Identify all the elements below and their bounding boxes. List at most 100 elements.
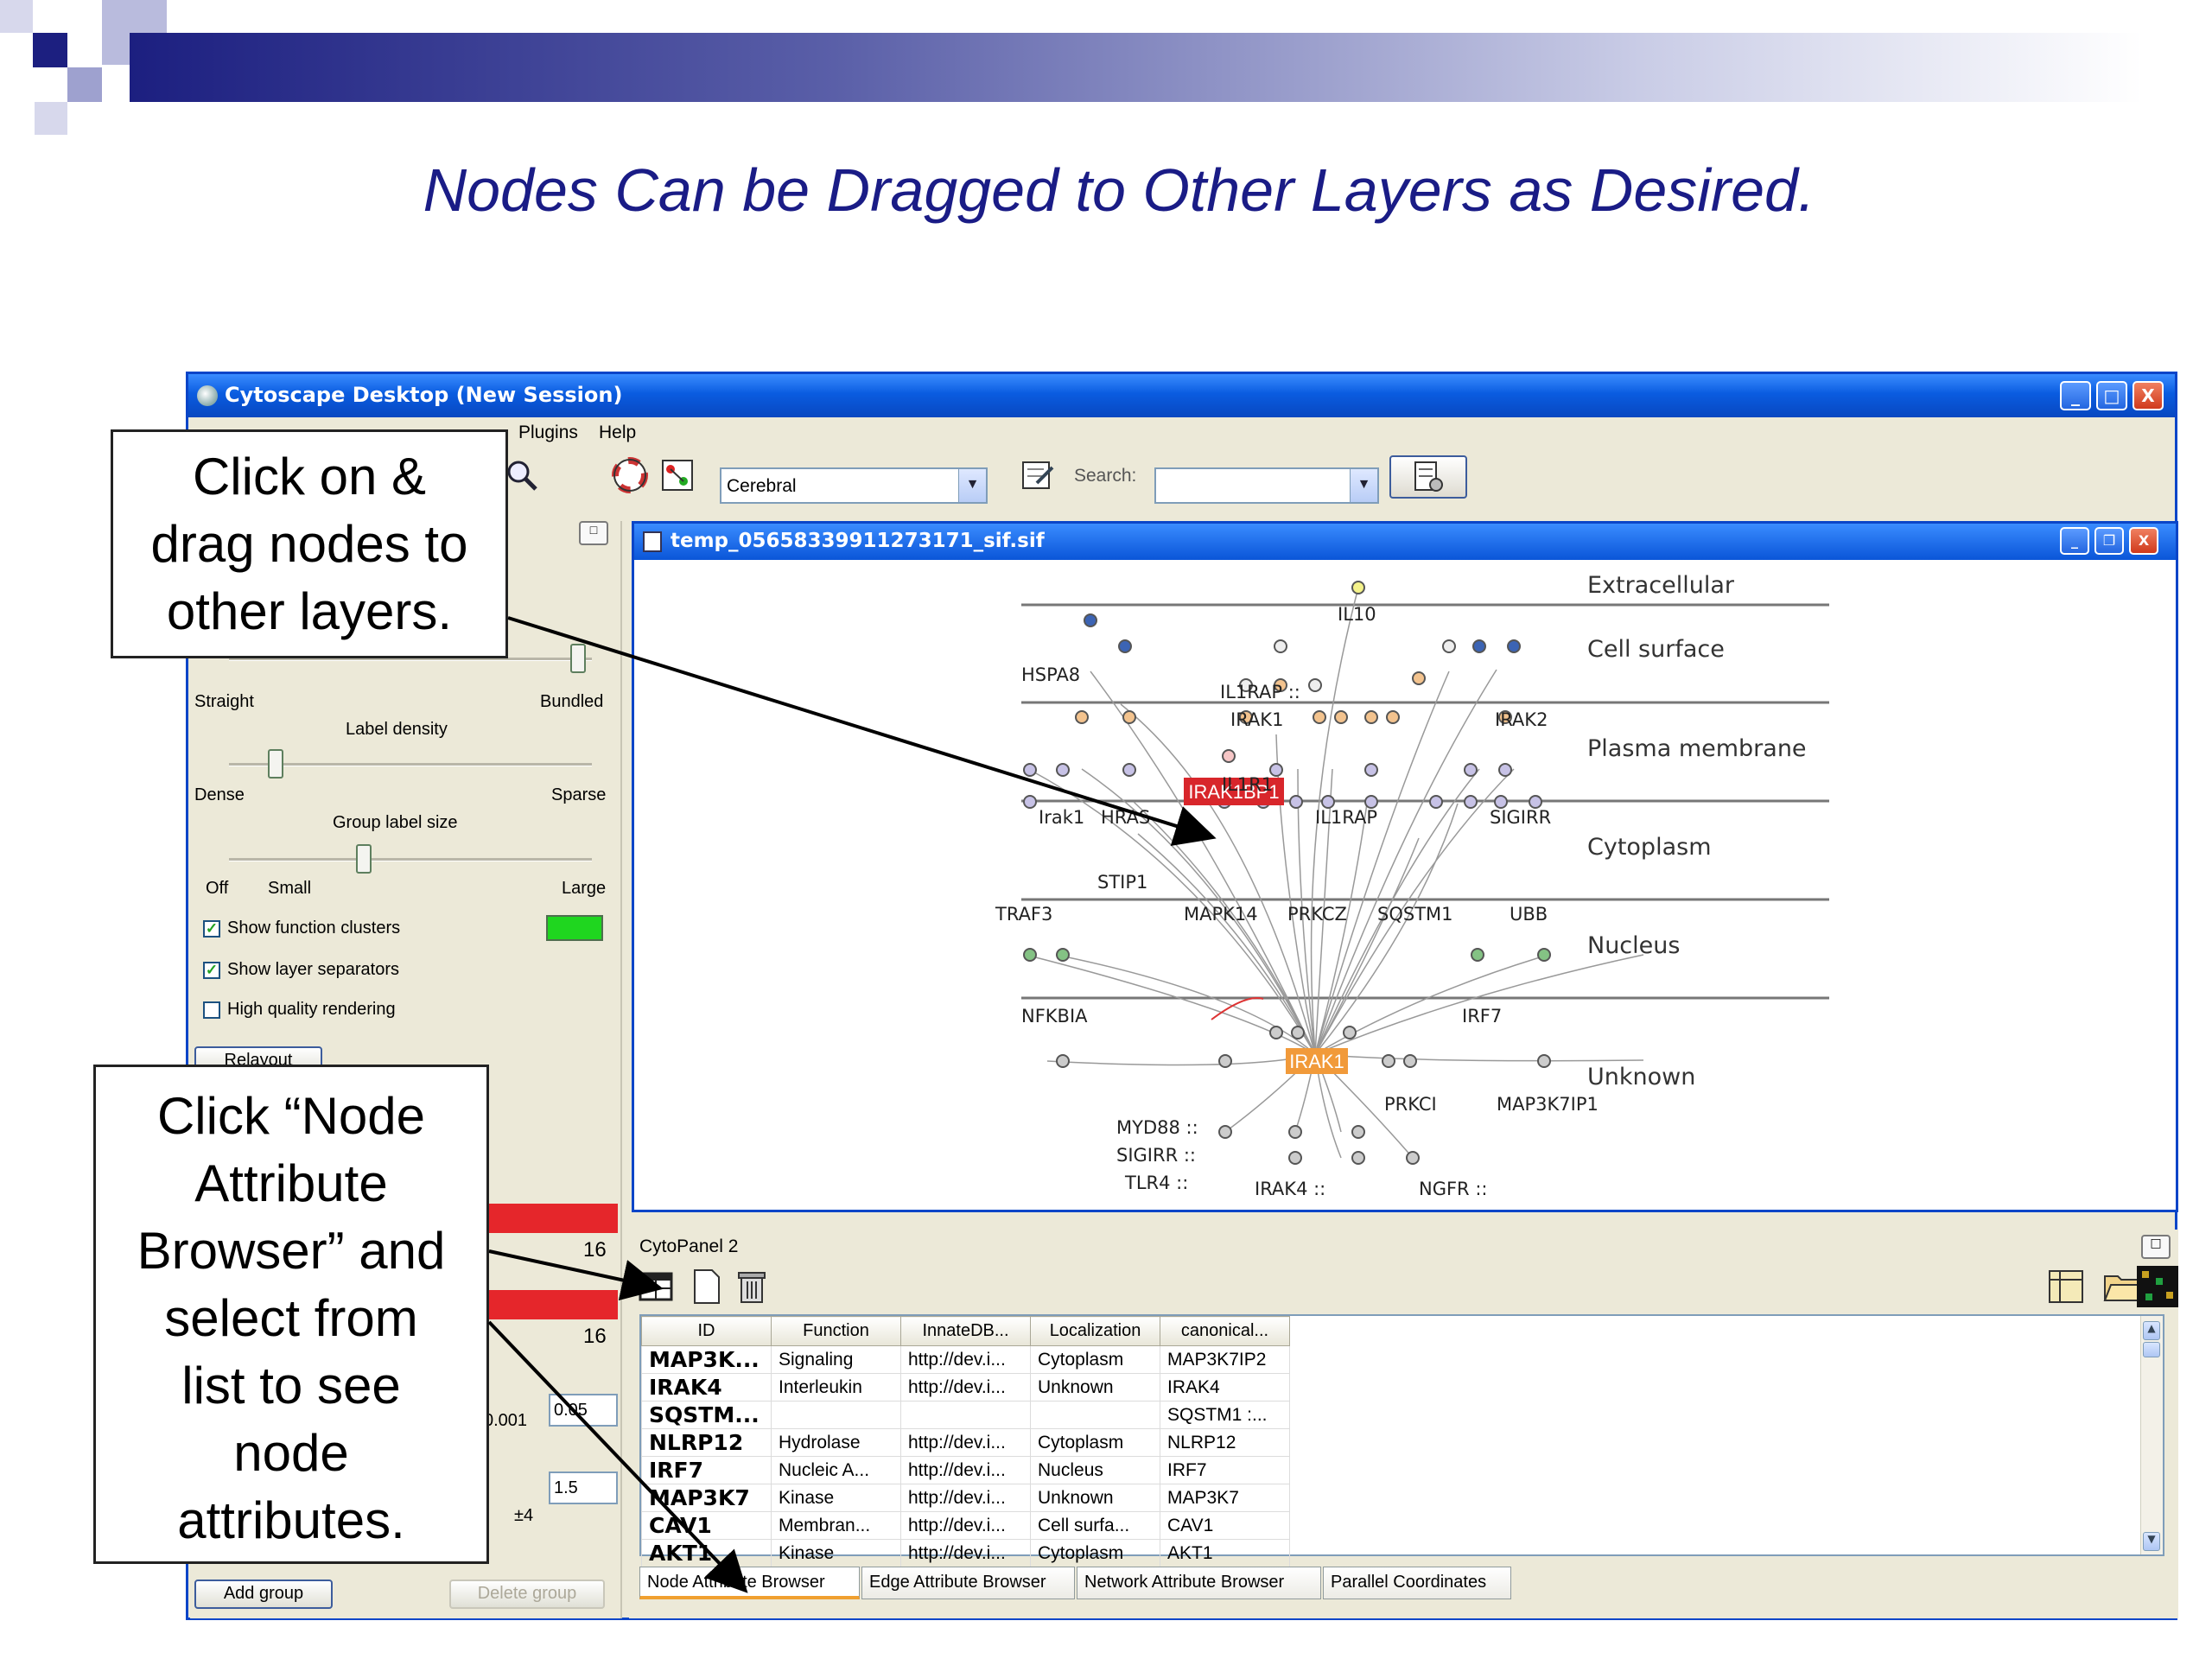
group-label-size-thumb[interactable] <box>356 844 372 874</box>
cell-localization[interactable]: Cytoplasm <box>1030 1539 1160 1567</box>
table-row[interactable]: SQSTM... SQSTM1 :... <box>641 1401 1290 1429</box>
cell-id[interactable]: MAP3K7 <box>641 1484 772 1512</box>
search-dropdown-icon[interactable]: ▼ <box>1350 469 1377 502</box>
maximize-button[interactable]: □ <box>2096 381 2127 410</box>
import-table-icon[interactable] <box>2046 1268 2086 1306</box>
bundling-slider-thumb[interactable] <box>570 644 586 673</box>
search-go-button[interactable] <box>1389 455 1467 499</box>
tab-network-attribute-browser[interactable]: Network Attribute Browser <box>1077 1567 1321 1599</box>
col-canonical[interactable]: canonical... <box>1160 1316 1290 1346</box>
menu-help[interactable]: Help <box>599 423 637 442</box>
add-group-button[interactable]: Add group <box>194 1580 333 1609</box>
cell-id[interactable]: IRF7 <box>641 1456 772 1484</box>
cytopanel-float-icon[interactable]: □ <box>2141 1235 2171 1259</box>
cell-function[interactable]: Kinase <box>771 1484 901 1512</box>
cell-function[interactable] <box>771 1401 901 1429</box>
cell-id[interactable]: NLRP12 <box>641 1428 772 1457</box>
cell-id[interactable]: IRAK4 <box>641 1373 772 1402</box>
layout-select[interactable]: Cerebral ▼ <box>720 467 988 504</box>
table-vertical-scrollbar[interactable]: ▲ ▼ <box>2140 1316 2163 1554</box>
tab-node-attribute-browser[interactable]: Node Attribute Browser <box>639 1567 860 1599</box>
network-restore-button[interactable]: ❐ <box>2094 527 2124 555</box>
cell-function[interactable]: Hydrolase <box>771 1428 901 1457</box>
tab-edge-attribute-browser[interactable]: Edge Attribute Browser <box>861 1567 1075 1599</box>
minimize-button[interactable]: _ <box>2060 381 2091 410</box>
cell-function[interactable]: Membran... <box>771 1511 901 1540</box>
cell-localization[interactable]: Unknown <box>1030 1484 1160 1512</box>
bundling-slider-track[interactable] <box>229 658 592 661</box>
scale-input[interactable]: 1.5 <box>549 1471 618 1504</box>
cell-function[interactable]: Interleukin <box>771 1373 901 1402</box>
close-button[interactable]: X <box>2133 381 2164 410</box>
cell-canonical[interactable]: MAP3K7IP2 <box>1160 1345 1290 1374</box>
threshold-input[interactable]: 0.05 <box>549 1394 618 1427</box>
label-density-track[interactable] <box>229 763 592 766</box>
cluster-color-swatch[interactable] <box>546 915 603 941</box>
cell-innatedb[interactable]: http://dev.i... <box>900 1345 1031 1374</box>
search-input[interactable]: ▼ <box>1154 467 1379 504</box>
delete-group-button[interactable]: Delete group <box>449 1580 605 1609</box>
cell-innatedb[interactable]: http://dev.i... <box>900 1428 1031 1457</box>
network-view-titlebar[interactable]: temp_05658339911273171_sif.sif _ ❐ X <box>634 524 2176 560</box>
label-density-thumb[interactable] <box>268 749 283 779</box>
high-quality-rendering-checkbox[interactable] <box>203 1001 220 1019</box>
cell-localization[interactable]: Cytoplasm <box>1030 1345 1160 1374</box>
cell-localization[interactable] <box>1030 1401 1160 1429</box>
col-localization[interactable]: Localization <box>1030 1316 1160 1346</box>
cell-canonical[interactable]: MAP3K7 <box>1160 1484 1290 1512</box>
network-minimize-button[interactable]: _ <box>2060 527 2089 555</box>
network-close-button[interactable]: X <box>2129 527 2158 555</box>
cell-innatedb[interactable] <box>900 1401 1031 1429</box>
irak1-node-highlight[interactable] <box>1286 1048 1348 1074</box>
vizmapper-icon[interactable] <box>1020 457 1056 493</box>
cell-canonical[interactable]: IRF7 <box>1160 1456 1290 1484</box>
float-panel-icon[interactable]: □ <box>579 521 608 545</box>
cell-id[interactable]: CAV1 <box>641 1511 772 1540</box>
cell-innatedb[interactable]: http://dev.i... <box>900 1484 1031 1512</box>
cell-innatedb[interactable]: http://dev.i... <box>900 1456 1031 1484</box>
chevron-down-icon[interactable]: ▼ <box>958 469 986 502</box>
cell-innatedb[interactable]: http://dev.i... <box>900 1539 1031 1567</box>
layout-icon[interactable] <box>659 457 696 493</box>
cell-id[interactable]: MAP3K... <box>641 1345 772 1374</box>
show-layer-separators-checkbox[interactable]: ✓ <box>203 962 220 979</box>
cell-innatedb[interactable]: http://dev.i... <box>900 1373 1031 1402</box>
menu-plugins[interactable]: Plugins <box>518 423 578 442</box>
cell-id[interactable]: SQSTM... <box>641 1401 772 1429</box>
cell-canonical[interactable]: IRAK4 <box>1160 1373 1290 1402</box>
cell-localization[interactable]: Cytoplasm <box>1030 1428 1160 1457</box>
tab-parallel-coordinates[interactable]: Parallel Coordinates <box>1323 1567 1511 1599</box>
scroll-thumb[interactable] <box>2143 1342 2160 1357</box>
col-id[interactable]: ID <box>641 1316 772 1346</box>
cell-localization[interactable]: Nucleus <box>1030 1456 1160 1484</box>
cell-function[interactable]: Kinase <box>771 1539 901 1567</box>
cell-canonical[interactable]: AKT1 <box>1160 1539 1290 1567</box>
cell-canonical[interactable]: SQSTM1 :... <box>1160 1401 1290 1429</box>
group-label-size-track[interactable] <box>229 858 592 861</box>
window-titlebar[interactable]: Cytoscape Desktop (New Session) _ □ X <box>188 374 2175 417</box>
matrix-icon[interactable] <box>2137 1266 2178 1307</box>
col-function[interactable]: Function <box>771 1316 901 1346</box>
zoom-icon[interactable] <box>504 457 540 493</box>
cell-id[interactable]: AKT1 <box>641 1539 772 1567</box>
cell-function[interactable]: Signaling <box>771 1345 901 1374</box>
cell-localization[interactable]: Unknown <box>1030 1373 1160 1402</box>
cell-function[interactable]: Nucleic A... <box>771 1456 901 1484</box>
cell-canonical[interactable]: NLRP12 <box>1160 1428 1290 1457</box>
network-canvas[interactable]: IRAK1BP1 IRAK1 Extracellular Cell surfac… <box>641 562 2169 1205</box>
select-attributes-icon[interactable] <box>638 1269 676 1304</box>
col-innatedb[interactable]: InnateDB... <box>900 1316 1031 1346</box>
cell-localization[interactable]: Cell surfa... <box>1030 1511 1160 1540</box>
trash-icon[interactable] <box>733 1268 771 1306</box>
new-attribute-icon[interactable] <box>688 1268 726 1306</box>
cell-innatedb[interactable]: http://dev.i... <box>900 1511 1031 1540</box>
cell-canonical[interactable]: CAV1 <box>1160 1511 1290 1540</box>
show-function-clusters-checkbox[interactable]: ✓ <box>203 920 220 938</box>
